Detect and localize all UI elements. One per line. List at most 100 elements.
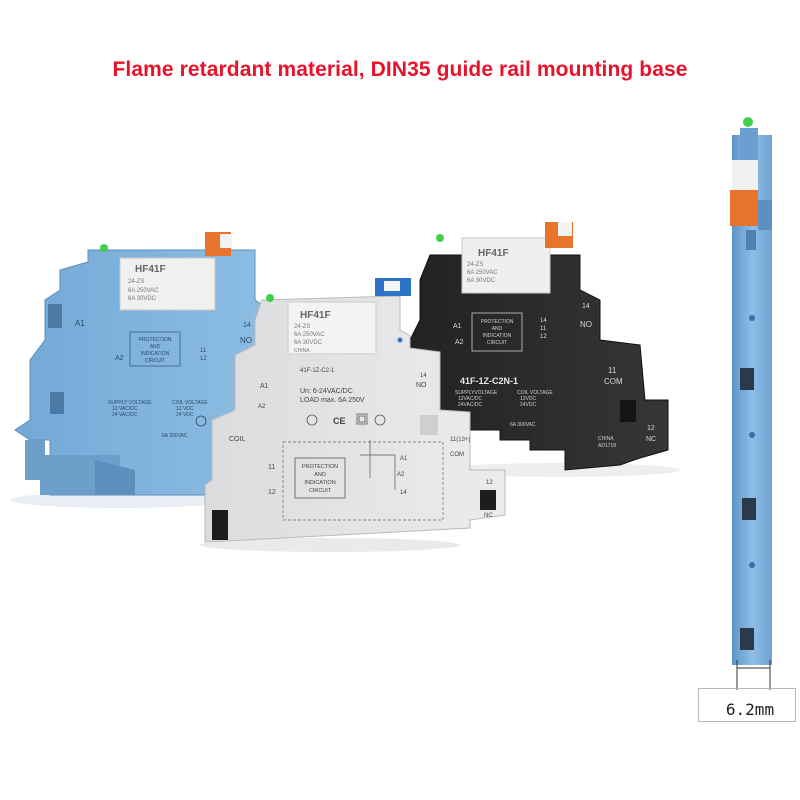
white-terminal-label: A1 [400,456,408,462]
white-relay-load: LOAD max. 6A 250V [300,397,365,404]
headline: Flame retardant material, DIN35 guide ra… [112,58,688,81]
white-terminal-label: 11 [268,464,275,471]
blue-relay-base: HF41F 24-ZS 6A 250VAC 6A 30VDC PROTECTIO… [10,232,271,508]
side-orange-clip [730,190,758,226]
black-terminal-label: 11 [608,366,617,375]
double-insulation-icon [356,413,368,425]
white-relay-base: HF41F 24-ZS 6A 250VAC 6A 30VDC CHINA A1 … [200,278,506,552]
blue-coil-1: 12 VDC [176,406,194,412]
blue-relay-led-icon [100,244,108,252]
black-supply-label: SUPPLYVOLTAGE [455,390,498,396]
blue-rating-label: 6A 300VAC [162,433,188,439]
black-relay-model-line: 24-ZS [467,262,483,268]
blue-circuit-label: AND [150,344,161,350]
black-code: AD1718 [598,443,616,449]
black-coil-label: COIL VOLTAGE [517,390,553,396]
black-circuit-label: CIRCUIT [487,340,507,346]
blue-relay-rating2: 6A 30VDC [128,296,157,302]
black-terminal-label: NC [646,436,656,443]
side-profile-base [730,117,772,690]
black-terminal-label: A2 [455,339,464,346]
blue-relay-model-line: 24-ZS [128,279,144,285]
blue-supply-label: SUPPLY VOLTAGE [108,400,152,406]
blue-coil-label: COIL VOLTAGE [172,400,208,406]
white-relay-led-icon [266,294,274,302]
blue-relay-rating1: 6A 250VAC [128,288,159,294]
black-terminal-label: COM [604,377,623,386]
black-supply-dc: 24VAC/DC [458,402,482,408]
white-relay-brand: HF41F [300,310,331,321]
black-supply-ac: 12VAC/DC [458,396,482,402]
terminal-screw-icon [620,400,636,422]
black-circuit-label: AND [492,326,503,332]
white-relay-origin: CHINA [294,348,310,354]
black-terminal-label: 14 [582,303,590,310]
black-terminal-label: 11 [540,326,547,332]
black-coil-2: 24VDC [520,402,537,408]
white-terminal-label: A2 [397,472,405,478]
black-relay-rating2: 6A 30VDC [467,278,496,284]
white-terminal-label: 12 [486,480,493,486]
ce-mark-icon: CE [333,416,346,426]
black-relay-base: HF41F 24-ZS 6A 250VAC 6A 30VDC PROTECTIO… [409,222,680,477]
terminal-screw-icon [420,415,438,435]
white-circuit-label: AND [314,472,326,478]
white-terminal-label: 14 [420,373,427,379]
white-relay-model: 41F-1Z-C2-1 [300,368,335,374]
blue-terminal-label: A1 [75,319,85,328]
white-relay-model-line: 24-ZS [294,324,310,330]
blue-circuit-label: PROTECTION [139,337,172,343]
blue-coil-2: 24 VDC [176,412,194,418]
black-terminal-label: 12 [647,425,655,432]
white-terminal-label: A1 [260,383,269,390]
white-terminal-label: COM [450,452,464,458]
blue-circuit-label: INDICATION [141,351,170,357]
black-terminal-label: A1 [453,323,462,330]
blue-supply-ac: 12 VAC/DC [112,406,138,412]
blue-terminal-label: 11 [200,348,207,354]
cert-mark-icon [195,415,207,427]
black-origin: CHINA [598,436,614,442]
blue-supply-dc: 24 VAC/DC [112,412,138,418]
terminal-screw-icon [212,510,228,540]
terminal-screw-icon [50,392,64,414]
black-terminal-label: NO [580,320,592,329]
dimension-label: 6.2mm [725,700,775,719]
cert-mark-icon [306,414,318,426]
white-terminal-label: 12 [268,489,276,496]
blue-terminal-label: 12 [200,356,207,362]
white-terminal-label: NO [416,382,427,389]
blue-terminal-label: NO [240,336,252,345]
blue-circuit-label: CIRCUIT [145,358,165,364]
black-coil-1: 12VDC [520,396,537,402]
white-relay-rating1: 6A 250VAC [294,332,325,338]
dimension-box [698,688,796,722]
white-relay-un: Un: 6-24VAC/DC [300,388,353,395]
white-terminal-label: 11(13+) [450,437,470,443]
blue-relay-brand: HF41F [135,264,166,275]
black-terminal-label: 12 [540,334,547,340]
white-terminal-label: 14 [400,490,407,496]
side-led-icon [743,117,753,127]
blue-terminal-label: 14 [243,322,251,329]
white-circuit-label: PROTECTION [302,464,338,470]
blue-terminal-label: A2 [115,355,124,362]
black-circuit-label: INDICATION [483,333,512,339]
terminal-screw-icon [48,304,62,328]
black-relay-rating1: 6A 250VAC [467,270,498,276]
terminal-screw-icon [480,490,496,510]
white-coil-label: COIL [229,436,245,443]
black-relay-model: 41F-1Z-C2N-1 [460,376,518,386]
black-relay-led-icon [436,234,444,242]
white-circuit-label: CIRCUIT [309,488,332,494]
black-circuit-label: PROTECTION [481,319,514,325]
black-terminal-label: 14 [540,318,547,324]
white-terminal-label: NC [484,513,493,519]
white-terminal-label: A2 [258,404,266,410]
cert-mark-icon [374,414,386,426]
black-relay-brand: HF41F [478,248,509,259]
white-circuit-label: INDICATION [304,480,335,486]
black-rating-label: 6A 300VAC [510,422,536,428]
white-relay-rating2: 6A 30VDC [294,340,323,346]
